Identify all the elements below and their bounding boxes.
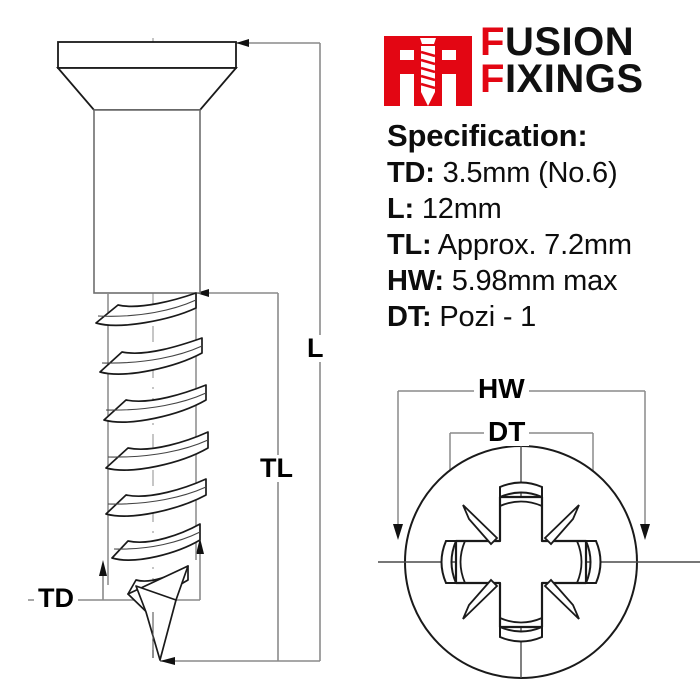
spec-key-td: TD: — [387, 157, 435, 189]
brand-line-1-lead: F — [480, 20, 505, 64]
dimension-arrowheads — [99, 39, 249, 665]
screw-logo-icon — [384, 36, 472, 106]
screw-shank — [93, 109, 201, 294]
spec-value-hw: 5.98mm max — [451, 265, 618, 297]
spec-value-td: 3.5mm (No.6) — [442, 157, 618, 189]
spec-value-l: 12mm — [421, 193, 502, 225]
label-head-width: HW — [474, 375, 529, 403]
specification-title: Specification: — [387, 118, 588, 153]
cross-lobe-caps — [440, 481, 602, 643]
brand-wordmark: FUSION FIXINGS — [480, 22, 680, 99]
cross-lobe-arcs — [459, 500, 583, 624]
spec-row-l: L: 12mm — [387, 193, 687, 226]
spec-row-hw: HW: 5.98mm max — [387, 265, 687, 298]
spec-key-l: L: — [387, 193, 414, 225]
pozidriv-ribs — [462, 504, 580, 620]
label-thread-length: TL — [256, 455, 297, 482]
spec-key-tl: TL: — [387, 229, 432, 261]
brand-line-2: FIXINGS — [480, 59, 680, 99]
spec-key-hw: HW: — [387, 265, 444, 297]
spec-value-dt: Pozi - 1 — [439, 301, 537, 333]
brand-line-2-rest: IXINGS — [504, 56, 644, 101]
spec-row-dt: DT: Pozi - 1 — [387, 301, 687, 334]
countersunk-head — [56, 41, 238, 111]
spec-key-dt: DT: — [387, 301, 432, 333]
threaded-section — [95, 292, 209, 661]
hw-arrowheads — [393, 524, 650, 540]
spec-row-tl: TL: Approx. 7.2mm — [387, 229, 687, 262]
spec-row-td: TD: 3.5mm (No.6) — [387, 157, 687, 190]
label-thread-diameter: TD — [34, 585, 78, 612]
spec-value-tl: Approx. 7.2mm — [437, 229, 632, 261]
brand-logo: FUSION FIXINGS — [384, 22, 674, 118]
label-overall-length: L — [303, 335, 328, 362]
brand-line-2-lead: F — [480, 56, 505, 101]
specification-block: Specification: TD: 3.5mm (No.6) L: 12mm … — [387, 118, 687, 334]
brand-line-1: FUSION — [480, 22, 680, 62]
label-drive-type: DT — [484, 418, 530, 446]
brand-line-1-rest: USION — [504, 20, 635, 64]
